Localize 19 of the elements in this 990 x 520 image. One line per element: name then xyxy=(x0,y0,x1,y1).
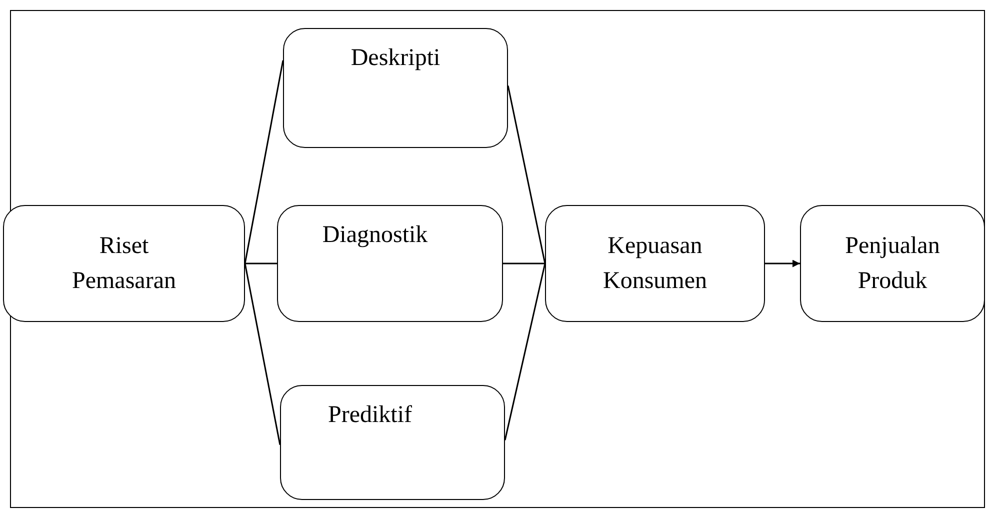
box-label: Prediktif xyxy=(328,401,412,430)
box-label: Riset Pemasaran xyxy=(71,232,177,296)
box-label: Kepuasan Konsumen xyxy=(602,232,708,296)
connector-line xyxy=(503,262,545,264)
process-box xyxy=(800,205,985,322)
box-label: Deskripti xyxy=(350,44,440,73)
connector-line xyxy=(244,60,284,264)
box-label: Diagnostik xyxy=(322,221,428,250)
connector-line xyxy=(507,85,546,264)
process-box xyxy=(3,205,245,322)
process-box xyxy=(277,205,503,322)
box-label: Penjualan Produk xyxy=(844,232,941,296)
process-box xyxy=(545,205,765,322)
connector-line xyxy=(244,263,281,445)
connector-line xyxy=(504,263,546,440)
arrow xyxy=(765,260,800,268)
process-box xyxy=(280,385,505,500)
connector-line xyxy=(245,262,277,264)
process-box xyxy=(283,28,508,148)
